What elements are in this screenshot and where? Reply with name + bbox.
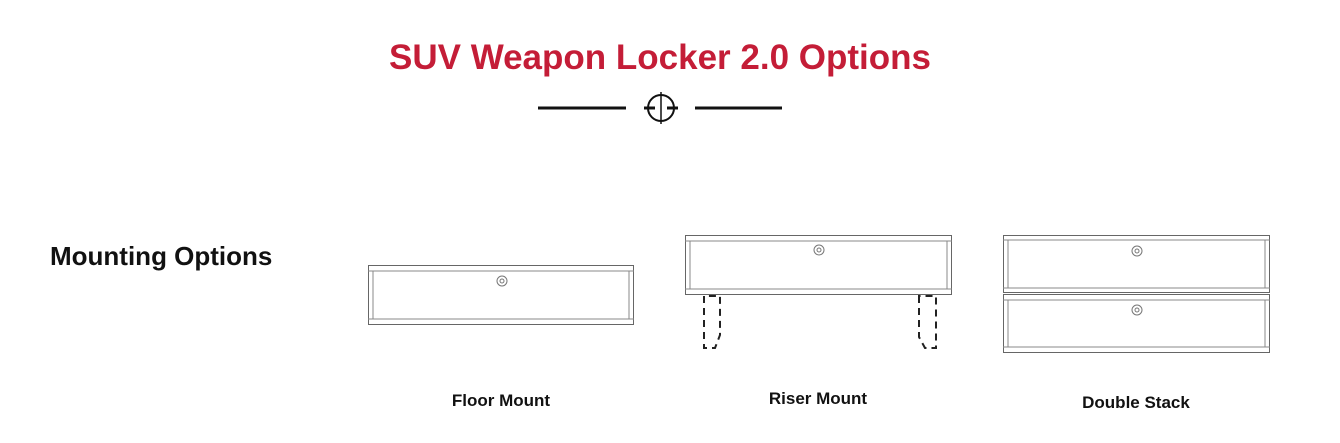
crosshair-icon (644, 92, 678, 124)
lock-icon (813, 244, 825, 256)
floor-mount-label: Floor Mount (451, 391, 551, 410)
lock-icon (1131, 245, 1143, 257)
double-stack-label: Double Stack (1082, 393, 1190, 412)
page-title: SUV Weapon Locker 2.0 Options (389, 38, 931, 77)
lock-icon (496, 275, 508, 287)
title-divider (538, 92, 782, 124)
riser-leg-left (703, 295, 721, 349)
riser-leg-right (918, 295, 937, 349)
section-heading: Mounting Options (50, 241, 273, 271)
riser-mount-illustration (685, 235, 952, 349)
double-stack-illustration (1003, 235, 1270, 353)
floor-mount-illustration (368, 265, 634, 325)
lock-icon (1131, 304, 1143, 316)
riser-mount-label: Riser Mount (768, 389, 868, 408)
